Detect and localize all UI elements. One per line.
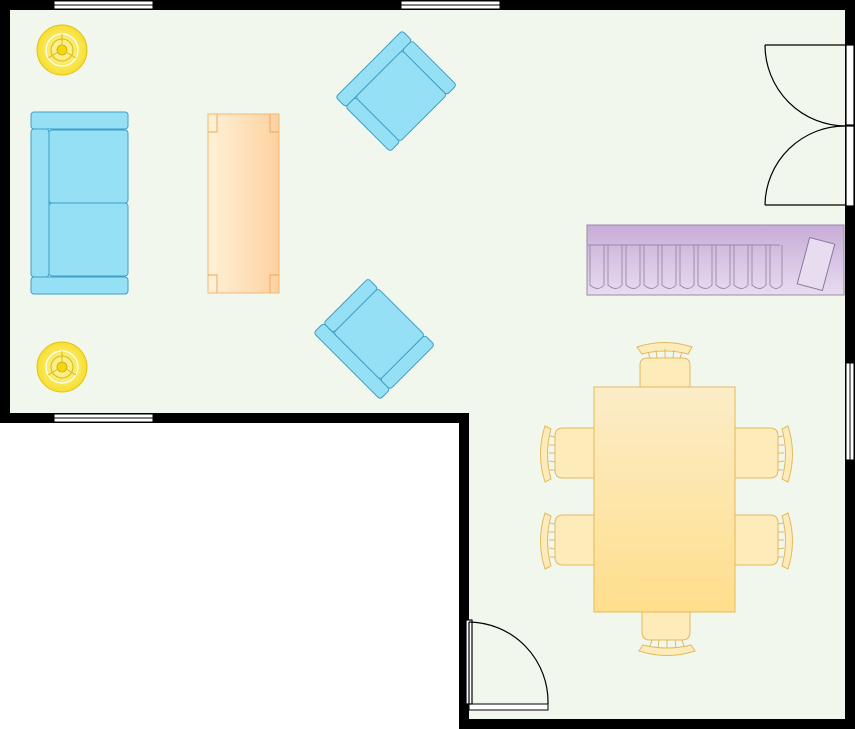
- window-bottom: [468, 703, 549, 711]
- dining-chair-bottom: [638, 611, 696, 656]
- dining-chair-left-lower: [540, 512, 595, 570]
- dining-chair-right-upper: [734, 425, 793, 483]
- dining-chair-top: [636, 342, 693, 388]
- door-right-lower: [764, 125, 855, 207]
- sideboard-pleats: [587, 244, 783, 289]
- dining-chair-left-upper: [540, 425, 595, 483]
- door-right-upper: [764, 44, 855, 127]
- lamp-icon: [36, 24, 88, 76]
- lamp-icon: [36, 341, 88, 393]
- sofa-icon: [30, 111, 129, 295]
- windows: [53, 0, 855, 711]
- chair-icon: [540, 342, 793, 656]
- door-bottom: [465, 619, 549, 705]
- dining-chair-right-lower: [734, 512, 793, 570]
- armchair-icon: [314, 279, 434, 399]
- dining-table-icon: [593, 386, 736, 613]
- table-icon: [207, 113, 280, 294]
- armchair-icon: [336, 31, 456, 151]
- doors: [465, 44, 855, 705]
- sideboard-icon: [586, 224, 845, 296]
